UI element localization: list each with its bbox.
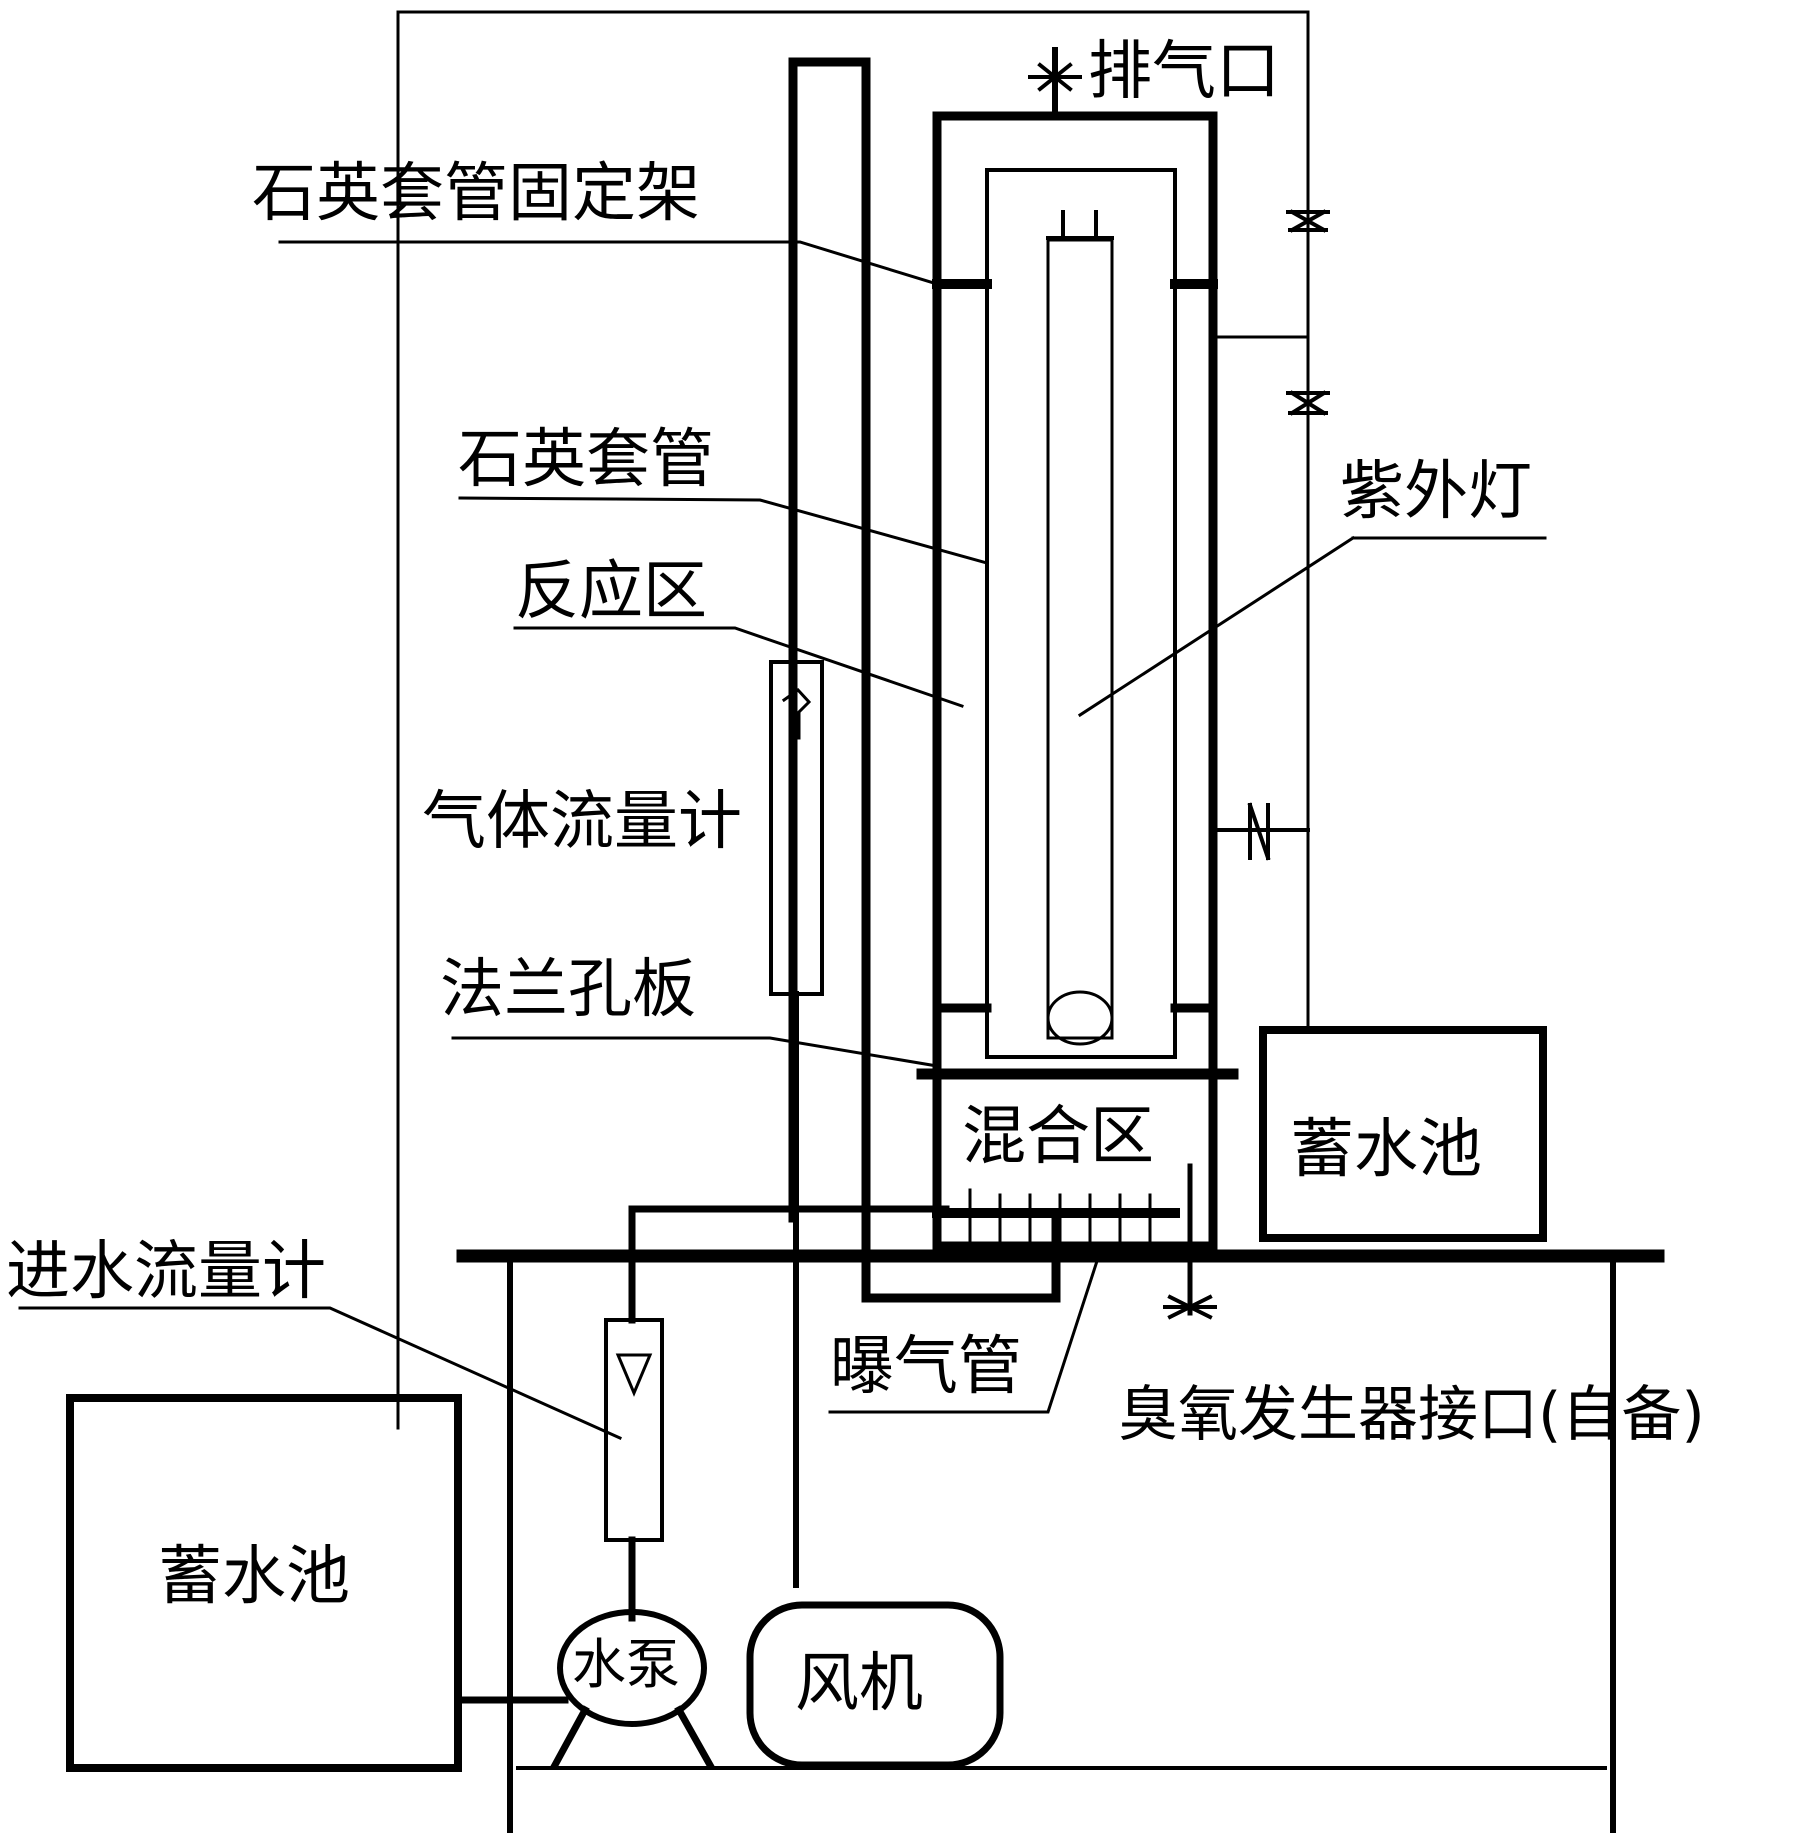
- uv-lamp: [1046, 238, 1114, 1040]
- ozone-generator-port-label: 臭氧发生器接口(自备): [1118, 1380, 1705, 1450]
- gas-flowmeter-label: 气体流量计: [422, 785, 742, 859]
- reservoir-right-label: 蓄水池: [1290, 1113, 1482, 1187]
- reservoir-left: [66, 1394, 462, 1772]
- uv-lamp-label: 紫外灯: [1340, 455, 1532, 529]
- inlet-flowmeter-float: [615, 1353, 653, 1397]
- reaction-zone-label: 反应区: [515, 555, 707, 629]
- water-inlet-pipe: [628, 1205, 950, 1324]
- inlet-water-flowmeter-label: 进水流量计: [6, 1235, 326, 1309]
- outer-frame: [396, 10, 1310, 1430]
- blower: [746, 1601, 1004, 1769]
- gas-flowmeter-float: [781, 688, 812, 740]
- water-pump: [557, 1609, 707, 1727]
- quartz-sleeve: [985, 168, 1177, 1059]
- inlet-water-flowmeter: [604, 1318, 664, 1542]
- water-pump-label: 水泵: [572, 1633, 680, 1696]
- quartz-sleeve-holder-label: 石英套管固定架: [252, 157, 700, 231]
- middle-valve-icon: [1286, 390, 1330, 416]
- aerator-nozzles: [968, 1188, 1152, 1242]
- reservoir-left-label: 蓄水池: [158, 1540, 350, 1614]
- flange-orifice-plate-label: 法兰孔板: [440, 953, 696, 1027]
- lower-valve-icon: [1211, 802, 1310, 861]
- leader-lines: [18, 240, 1547, 1440]
- mixing-zone-label: 混合区: [962, 1100, 1154, 1174]
- top-valve-icon: [1286, 209, 1330, 233]
- uv-lamp-end: [1046, 990, 1114, 1046]
- reactor-vessel: [932, 111, 1218, 1251]
- gas-pipe: [788, 57, 1061, 1303]
- water-pump-base: [550, 1705, 715, 1770]
- exhaust-port-label: 排气口: [1088, 35, 1280, 109]
- ozone-valve-icon: [1163, 1294, 1217, 1320]
- reservoir-right: [1259, 1026, 1547, 1242]
- quartz-sleeve-label: 石英套管: [458, 423, 714, 497]
- blower-label: 风机: [795, 1647, 923, 1721]
- aeration-pipe-label: 曝气管: [830, 1330, 1022, 1404]
- uv-lamp-cap: [1046, 210, 1114, 240]
- exhaust-valve-icon: [1028, 62, 1082, 92]
